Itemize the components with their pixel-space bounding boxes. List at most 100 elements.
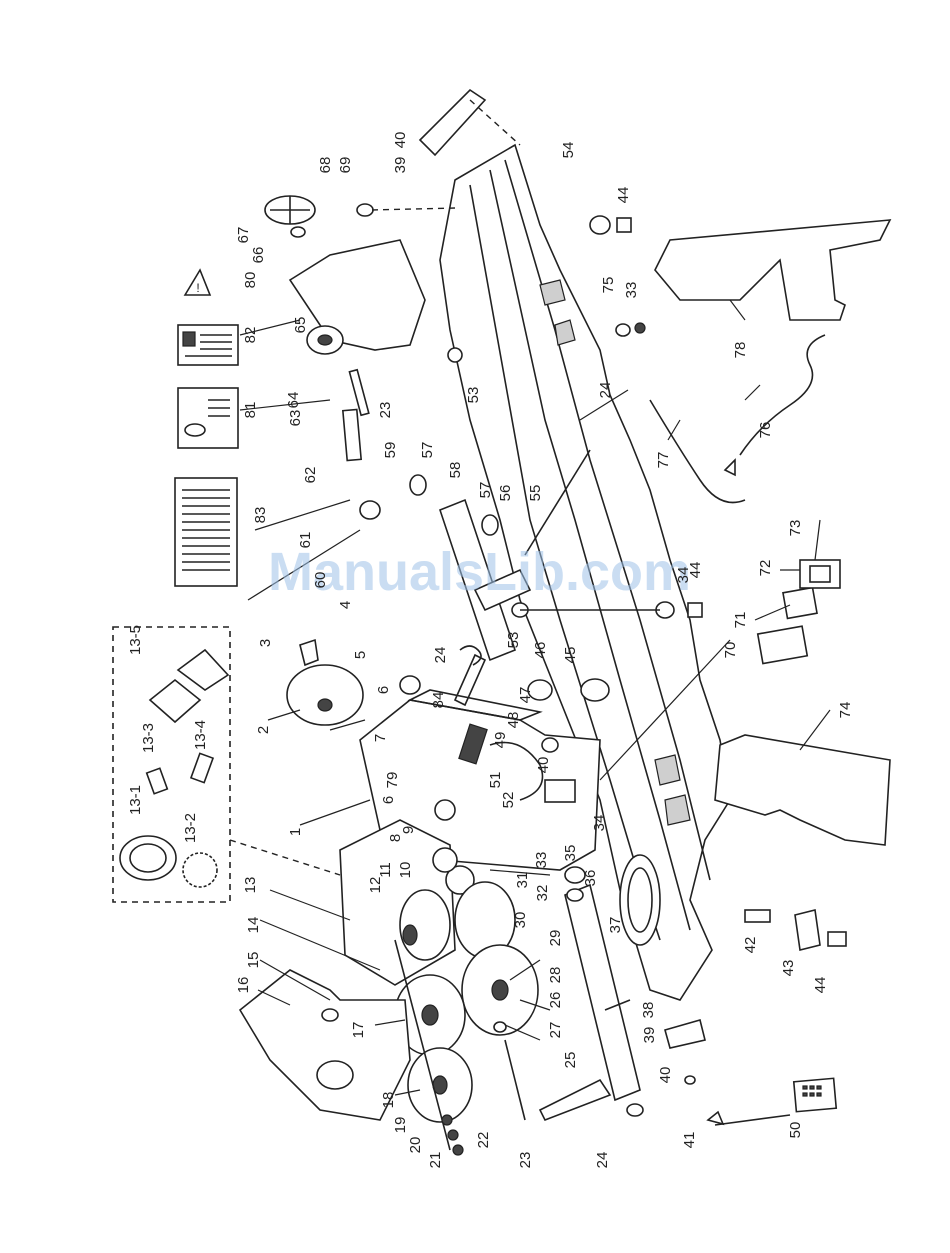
callout-23: 23 [517,1152,534,1169]
small-parts [299,203,706,1117]
cable [649,399,746,504]
callout-62: 62 [302,467,319,484]
callout-78: 78 [732,342,749,359]
callout-48: 48 [505,712,522,729]
callout-61: 61 [297,532,314,549]
callout-16: 16 [235,977,252,994]
long-bolt [706,1110,791,1126]
callout-73: 73 [787,520,804,537]
callout-7: 7 [372,734,389,742]
callout-51: 51 [487,772,504,789]
tool-rest-banjo [439,449,591,662]
callout-13-5: 13-5 [127,625,144,655]
belt-guard-cover [238,969,411,1121]
callout-17: 17 [350,1022,367,1039]
callout-20: 20 [407,1137,424,1154]
callout-24: 24 [597,382,614,399]
callout-2: 2 [255,726,272,734]
callout-8: 8 [387,834,404,842]
callout-55: 55 [527,485,544,502]
callout-57: 57 [477,482,494,499]
callout-63: 63 [287,410,304,427]
callout-34: 34 [675,567,692,584]
callout-27: 27 [547,1022,564,1039]
callout-24: 24 [432,647,449,664]
callout-13: 13 [242,877,259,894]
pulleys [394,881,539,1156]
callout-75: 75 [600,277,617,294]
callout-5: 5 [352,651,369,659]
callout-36: 36 [582,870,599,887]
callout-31: 31 [514,872,531,889]
callout-40: 40 [535,757,552,774]
callout-10: 10 [397,862,414,879]
callout-84: 84 [430,692,447,709]
callout-35: 35 [562,845,579,862]
callout-13-1: 13-1 [127,785,144,815]
callout-65: 65 [292,317,309,334]
bed-end-bracket-top [418,88,521,157]
callout-3: 3 [257,639,274,647]
callout-59: 59 [382,442,399,459]
callout-56: 56 [497,485,514,502]
callout-57: 57 [419,442,436,459]
leader-lines [239,299,831,1096]
decal-81 [177,387,239,449]
end-bracket-bottom [744,909,847,951]
label-plate [792,1077,838,1113]
callout-32: 32 [534,885,551,902]
callout-13-2: 13-2 [182,813,199,843]
callout-44: 44 [615,187,632,204]
callout-70: 70 [722,642,739,659]
callout-49: 49 [492,732,509,749]
callout-25: 25 [562,1052,579,1069]
callout-72: 72 [757,560,774,577]
callout-11: 11 [377,862,394,878]
tailstock [288,239,426,355]
callout-52: 52 [500,792,517,809]
callout-53: 53 [465,387,482,404]
callout-60: 60 [312,572,329,589]
lathe-bed [439,143,731,1001]
callout-44: 44 [687,562,704,579]
callout-76: 76 [757,422,774,439]
callout-43: 43 [780,960,797,977]
callout-39: 39 [641,1027,658,1044]
callout-45: 45 [562,647,579,664]
callout-33: 33 [533,852,550,869]
callout-40: 40 [392,132,409,149]
callout-42: 42 [742,937,759,954]
faceplate [286,664,366,731]
callout-13-3: 13-3 [140,723,157,753]
callout-69: 69 [337,157,354,174]
callout-58: 58 [447,462,464,479]
callout-44: 44 [812,977,829,994]
callout-37: 37 [607,917,624,934]
callout-30: 30 [512,912,529,929]
callout-34: 34 [591,815,608,832]
callout-77: 77 [655,452,672,469]
headstock [359,689,601,871]
decal-82 [177,324,239,366]
callout-39: 39 [392,157,409,174]
callout-41: 41 [681,1132,698,1149]
decal-83 [174,477,238,587]
callout-53: 53 [505,632,522,649]
callout-26: 26 [547,992,564,1009]
callout-82: 82 [242,327,259,344]
callout-67: 67 [235,227,252,244]
callout-79: 79 [384,772,401,789]
power-cord [723,334,826,477]
callout-68: 68 [317,157,334,174]
callout-54: 54 [560,142,577,159]
callout-40: 40 [657,1067,674,1084]
callout-15: 15 [245,952,262,969]
watermark: ManualsLib.com [268,542,691,602]
callout-29: 29 [547,930,564,947]
handwheel [264,195,316,238]
callout-47: 47 [517,687,534,704]
callout-28: 28 [547,967,564,984]
spindle-tube [504,883,641,1122]
callout-64: 64 [285,392,302,409]
